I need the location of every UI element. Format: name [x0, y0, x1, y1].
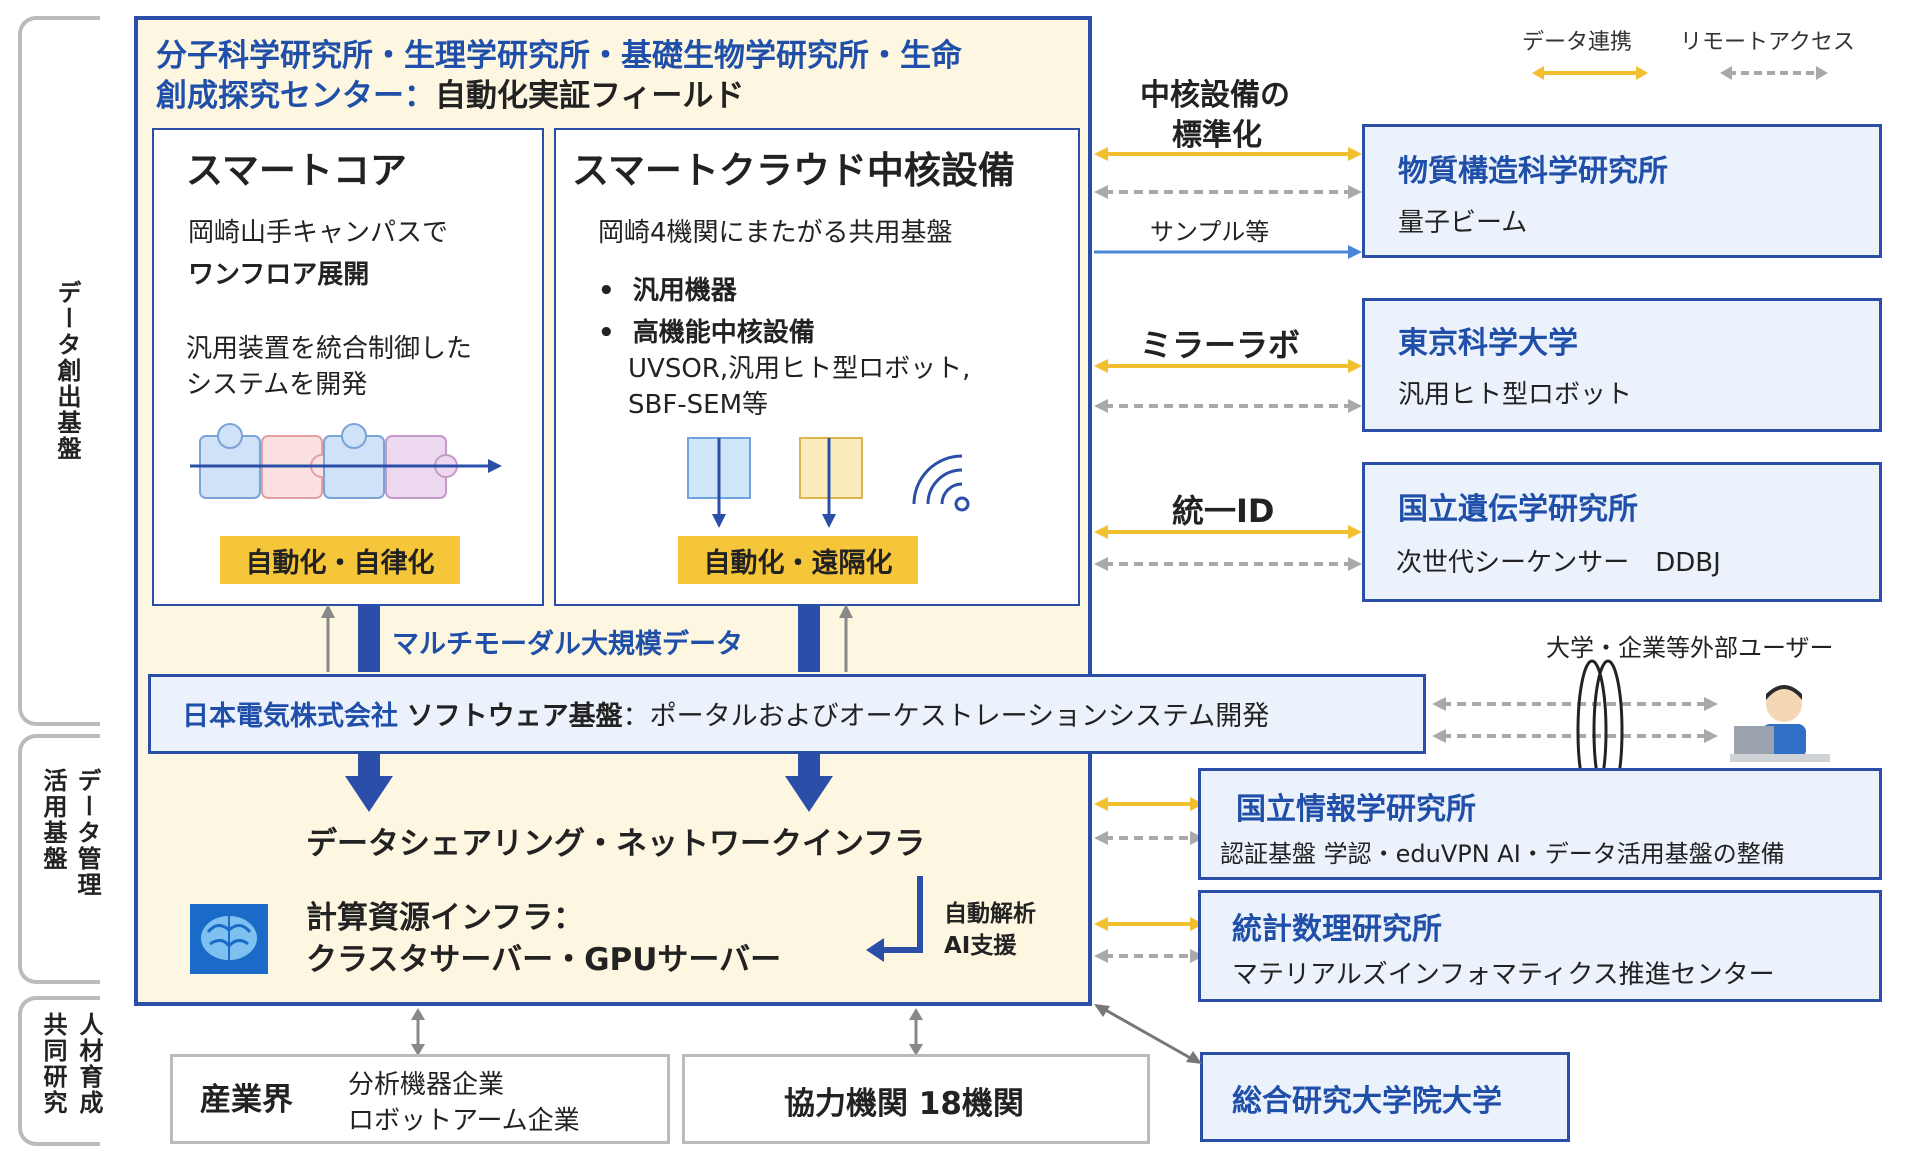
link-standardization-2: 標準化 [1172, 118, 1262, 153]
side-label-human-2: 共同研究 [39, 1012, 67, 1116]
link-unified-id: 統一ID [1172, 492, 1275, 530]
partner-name-science-tokyo: 東京科学大学 [1398, 326, 1578, 361]
main-title-line2-black: 自動化実証フィールド [435, 78, 745, 114]
partner-desc-nig: 次世代シーケンサー DDBJ [1396, 548, 1721, 578]
auto-analysis-line1: 自動解析 [944, 901, 1036, 927]
smart-cloud-bullet1: • 汎用機器 [598, 270, 737, 307]
main-title-line2: 創成探究センター：自動化実証フィールド [156, 70, 744, 115]
wireless-icon [912, 454, 970, 512]
link-standardization-1: 中核設備の [1140, 78, 1290, 113]
cooperating-label: 協力機関 18機関 [784, 1086, 1024, 1122]
link-mirror-lab: ミラーラボ [1140, 326, 1301, 364]
partner-box-nig [1362, 462, 1882, 602]
partner-name-nii: 国立情報学研究所 [1236, 792, 1476, 827]
bottom-arrows [411, 1008, 923, 1056]
smart-core-line2: ワンフロア展開 [188, 260, 370, 290]
bullet-dot: • [598, 276, 633, 306]
partner-box-sokendai [1200, 1052, 1570, 1142]
smart-core-tag: 自動化・自律化 [220, 536, 460, 584]
sokendai-arrow [1094, 1004, 1202, 1064]
cooperating-box [682, 1054, 1150, 1144]
smart-cloud-line1: 岡崎4機関にまたがる共用基盤 [598, 218, 953, 248]
legend-remote-access: リモートアクセス [1680, 30, 1855, 55]
side-label-data-management-2: 活用基盤 [39, 768, 67, 872]
partner-box-nii [1198, 768, 1882, 880]
side-bracket-data-creation [18, 16, 100, 726]
external-users-arrows [1432, 697, 1718, 743]
industry-label: 産業界 [200, 1082, 293, 1118]
auto-analysis-arrow [866, 876, 923, 962]
nec-box [148, 674, 1426, 754]
main-title-line2-blue: 創成探究センター： [156, 78, 435, 114]
partner-desc-science-tokyo: 汎用ヒト型ロボット [1398, 380, 1633, 410]
partner-box-kek [1362, 124, 1882, 258]
smart-core-line4: システムを開発 [186, 370, 368, 400]
device-icon-blue [687, 437, 751, 528]
compute-infra-line2: クラスタサーバー・GPUサーバー [306, 942, 782, 978]
compute-infra-line1: 計算資源インフラ： [306, 900, 585, 936]
legend-arrows [1532, 66, 1828, 80]
smart-cloud-tag: 自動化・遠隔化 [678, 536, 918, 584]
device-icon-yellow [799, 437, 863, 528]
partner-box-ism [1198, 890, 1882, 1002]
puzzle-icon [190, 423, 502, 499]
smart-core-title: スマートコア [186, 149, 407, 192]
side-bracket-data-management [18, 734, 100, 984]
partner-desc-nii: 認証基盤 学認・eduVPN AI・データ活用基盤の整備 [1220, 840, 1785, 868]
smart-cloud-detail1: UVSOR,汎用ヒト型ロボット, [628, 354, 971, 384]
brain-chip-icon [190, 904, 268, 974]
industry-line1: 分析機器企業 [348, 1070, 505, 1100]
multimodal-label: マルチモーダル大規模データ [392, 629, 743, 660]
industry-box [170, 1054, 670, 1144]
smart-cloud-bullet2: • 高機能中核設備 [598, 312, 815, 349]
partner-name-kek: 物質構造科学研究所 [1398, 154, 1668, 189]
smart-core-box [152, 128, 544, 606]
nec-desc: ：ポータルおよびオーケストレーションシステム開発 [622, 701, 1270, 732]
industry-line2: ロボットアーム企業 [348, 1106, 580, 1136]
side-label-data-management-1: データ管理 [73, 768, 101, 898]
connector-arrows [1094, 147, 1362, 963]
side-bracket-human [18, 996, 100, 1146]
smart-core-line3: 汎用装置を統合制御した [186, 334, 473, 364]
partner-box-science-tokyo [1362, 298, 1882, 432]
user-avatar-icon [1730, 685, 1830, 762]
smart-cloud-title: スマートクラウド中核設備 [572, 149, 1015, 192]
side-label-data-creation: データ創出基盤 [53, 280, 81, 462]
smart-cloud-box [554, 128, 1080, 606]
smart-cloud-bullet2-text: 高機能中核設備 [632, 318, 815, 348]
partner-desc-kek: 量子ビーム [1398, 208, 1528, 238]
network-infra-label: データシェアリング・ネットワークインフラ [306, 826, 926, 862]
external-users-label: 大学・企業等外部ユーザー [1546, 634, 1834, 662]
smart-cloud-bullet1-text: 汎用機器 [632, 276, 737, 306]
main-title-line1: 分子科学研究所・生理学研究所・基礎生物学研究所・生命 [156, 38, 962, 74]
partner-desc-ism: マテリアルズインフォマティクス推進センター [1232, 960, 1775, 990]
bullet-dot: • [598, 318, 633, 348]
partner-name-ism: 統計数理研究所 [1232, 912, 1442, 947]
smart-cloud-detail2: SBF-SEM等 [628, 390, 769, 420]
side-label-human-1: 人材育成 [75, 1012, 103, 1116]
auto-analysis-line2: AI支援 [944, 933, 1017, 959]
link-samples: サンプル等 [1150, 218, 1270, 246]
partner-name-sokendai: 総合研究大学院大学 [1232, 1084, 1502, 1119]
multimodal-arrows [321, 604, 853, 812]
smart-core-line1: 岡崎山手キャンパスで [188, 218, 449, 248]
nec-software: ソフトウェア基盤 [406, 701, 623, 732]
partner-name-nig: 国立遺伝学研究所 [1398, 492, 1638, 527]
nec-company: 日本電気株式会社 [182, 701, 398, 732]
nec-line: 日本電気株式会社 ソフトウェア基盤：ポータルおよびオーケストレーションシステム開… [182, 694, 1269, 733]
legend-data-link: データ連携 [1522, 30, 1633, 55]
